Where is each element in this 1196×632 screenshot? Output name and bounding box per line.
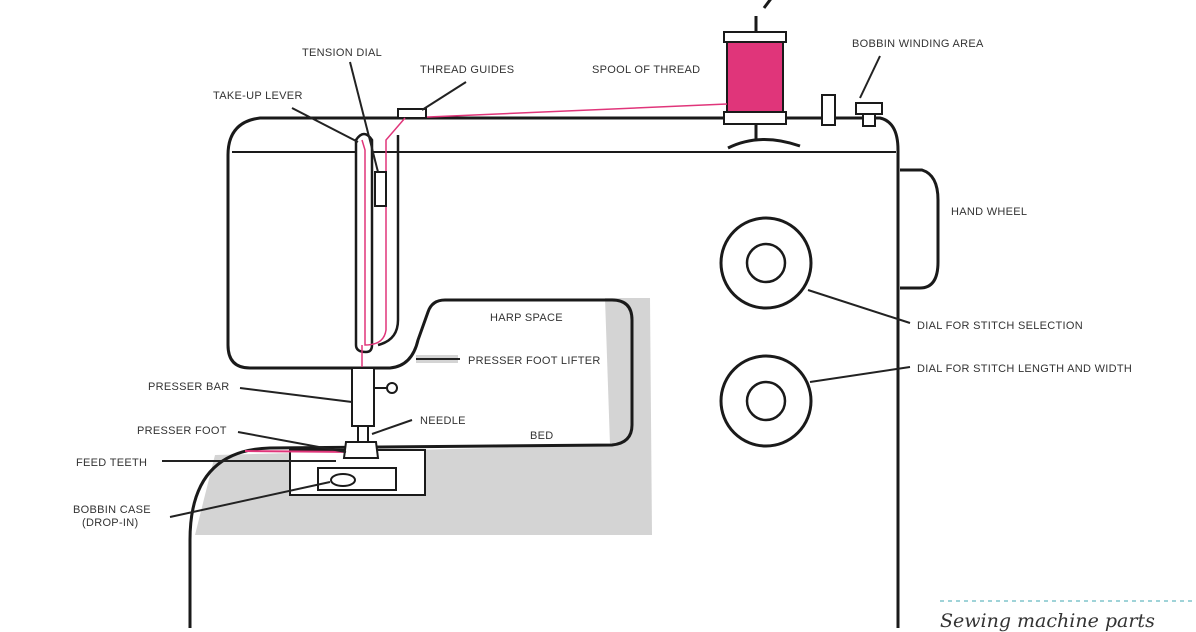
leader-bobbin-case (169, 481, 331, 518)
take-up-lever (354, 132, 374, 354)
label-thread-guides: THREAD GUIDES (420, 64, 514, 76)
leader-bobbin-winding (859, 55, 881, 99)
label-hand-wheel: HAND WHEEL (951, 206, 1027, 218)
label-dial-stitch-selection: DIAL FOR STITCH SELECTION (917, 320, 1083, 332)
spool-thread (726, 41, 784, 113)
label-spool-of-thread: SPOOL OF THREAD (592, 64, 700, 76)
spool-top-cap (723, 31, 787, 43)
leader-thread-guides (421, 81, 467, 111)
presser-bar-shape (351, 367, 375, 427)
stitch-length-dial-center (745, 380, 787, 422)
label-bed: BED (530, 430, 554, 442)
label-harp-space: HARP SPACE (490, 312, 563, 324)
stitch-selection-dial (719, 216, 813, 310)
leader-stitch-length (809, 366, 911, 383)
leader-presser-bar (239, 387, 353, 403)
leader-stitch-selection (807, 289, 911, 324)
label-take-up-lever: TAKE-UP LEVER (213, 90, 303, 102)
bobbin-winder-spindle (855, 102, 883, 115)
label-bobbin-winding-area: BOBBIN WINDING AREA (852, 38, 984, 50)
needle-clamp-knob (386, 382, 398, 394)
leader-presser-foot (237, 431, 347, 453)
feed-teeth-thread (244, 450, 356, 453)
bobbin-cover (317, 467, 397, 491)
leader-needle (371, 419, 413, 435)
label-presser-foot-lifter: PRESSER FOOT LIFTER (468, 355, 601, 367)
leader-take-up-lever (291, 107, 359, 143)
label-dial-stitch-length: DIAL FOR STITCH LENGTH AND WIDTH (917, 363, 1132, 375)
label-feed-teeth: FEED TEETH (76, 457, 147, 469)
thread-down (361, 117, 406, 346)
stitch-selection-dial-center (745, 242, 787, 284)
thread-channel (377, 135, 400, 347)
label-bobbin-case-line1: BOBBIN CASE (73, 504, 151, 516)
machine-body (188, 116, 900, 628)
tension-dial-shape (374, 171, 387, 207)
label-tension-dial: TENSION DIAL (302, 47, 382, 59)
spool-bottom-cap (723, 111, 787, 125)
stitch-length-dial (719, 354, 813, 448)
leader-tension-dial (349, 61, 379, 173)
thread-guide (397, 108, 427, 119)
spool-pin-tip (762, 0, 772, 9)
bobbin-hole (330, 473, 356, 487)
figure-caption: Sewing machine parts (940, 610, 1155, 632)
label-presser-foot: PRESSER FOOT (137, 425, 227, 437)
bobbin-winder-stopper (821, 94, 836, 126)
needle-shape (357, 425, 369, 443)
bobbin-winder-base (862, 113, 876, 127)
presser-foot-shape (342, 441, 380, 459)
spool-base (727, 137, 801, 150)
label-needle: NEEDLE (420, 415, 466, 427)
top-thread (404, 103, 728, 119)
label-bobbin-case-line2: (DROP-IN) (82, 517, 138, 529)
label-presser-bar: PRESSER BAR (148, 381, 230, 393)
hand-wheel-shape (900, 168, 940, 290)
